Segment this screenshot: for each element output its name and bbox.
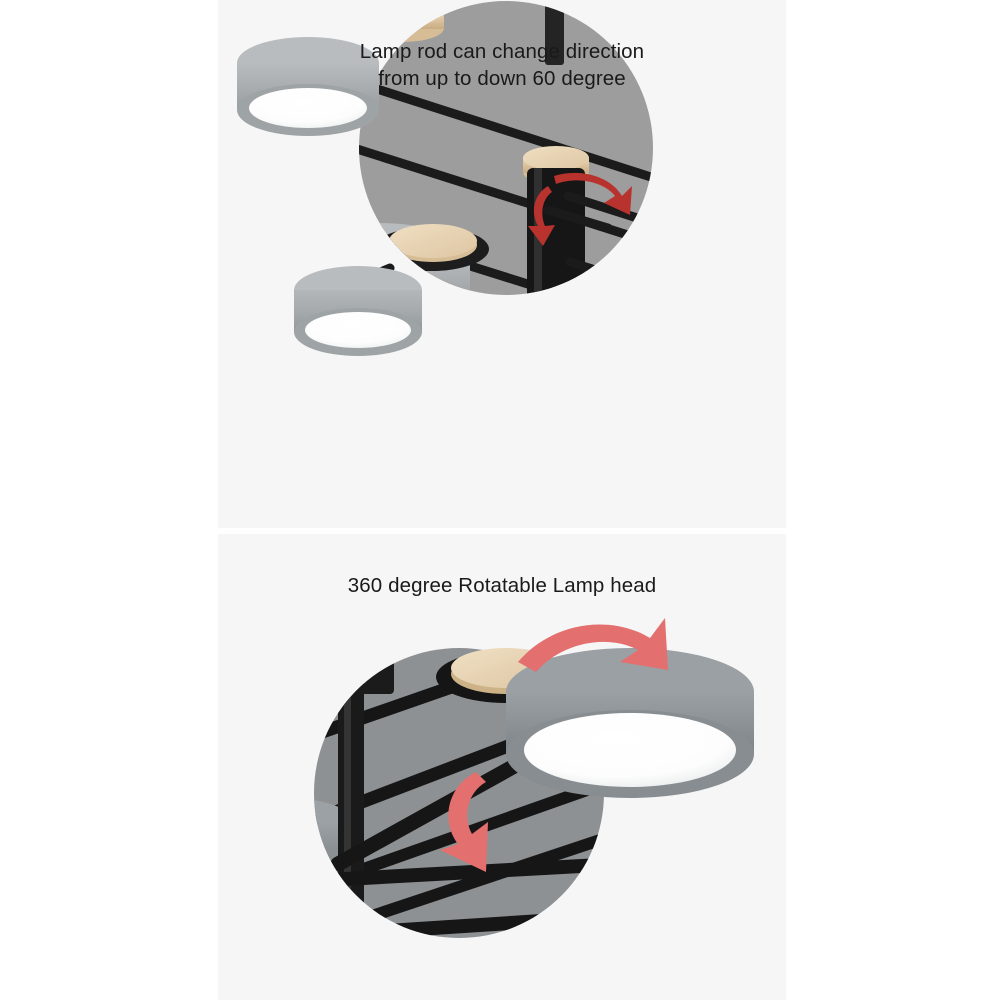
product-feature-panel-2: [218, 534, 786, 1000]
lamp-head-rotating: [436, 648, 754, 798]
lamp-head-top-left: [237, 37, 613, 233]
lamp-rod-illustration: [218, 0, 786, 528]
lamp-head-bottom-left: [294, 263, 422, 356]
feature-image-1: [218, 0, 786, 528]
panel-1-heading: Lamp rod can change direction from up to…: [359, 40, 645, 90]
panel-2-heading: 360 degree Rotatable Lamp head: [347, 574, 657, 597]
rotatable-lamp-head-illustration: [218, 534, 786, 1000]
feature-image-2: [218, 534, 786, 1000]
rotation-arrows: [528, 172, 632, 246]
rotation-arrows-2: [440, 618, 668, 872]
product-feature-panel-1: Lamp rod can change direction from up to…: [218, 0, 786, 528]
